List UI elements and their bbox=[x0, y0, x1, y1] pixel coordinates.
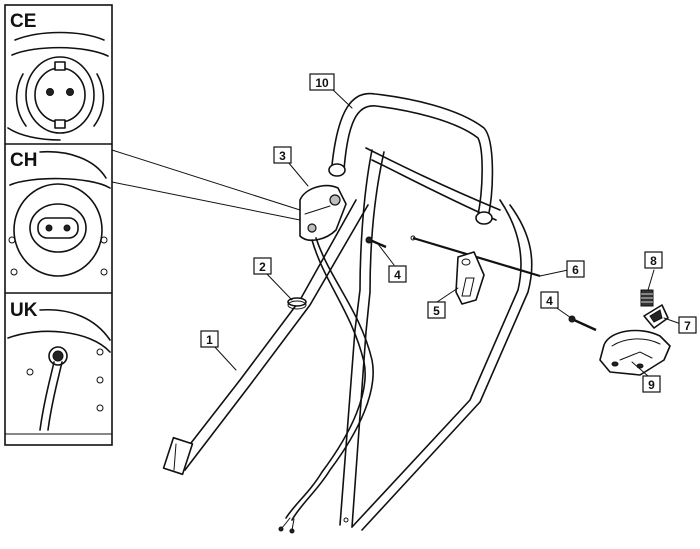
inset-panels: CE CH bbox=[4, 4, 113, 446]
svg-text:4: 4 bbox=[546, 294, 553, 308]
zoom-lines bbox=[111, 149, 301, 221]
svg-text:6: 6 bbox=[572, 263, 579, 277]
lower-tube-right bbox=[339, 149, 533, 531]
lower-tube-left bbox=[162, 199, 369, 476]
leader-lines bbox=[212, 87, 682, 377]
svg-text:4: 4 bbox=[394, 268, 401, 282]
screw-upper bbox=[365, 236, 387, 249]
svg-text:5: 5 bbox=[433, 304, 440, 318]
ce-plug-view: CE bbox=[7, 11, 109, 141]
svg-text:3: 3 bbox=[279, 149, 286, 163]
callout-4-lower: 4 bbox=[540, 291, 559, 309]
inset-label-ce: CE bbox=[10, 11, 36, 32]
svg-text:9: 9 bbox=[648, 378, 655, 392]
callout-8: 8 bbox=[644, 251, 663, 269]
upper-handle bbox=[328, 92, 501, 225]
switch-box bbox=[299, 184, 347, 242]
screw-lower bbox=[568, 315, 597, 332]
svg-text:7: 7 bbox=[684, 319, 691, 333]
cable-clip bbox=[287, 297, 307, 310]
power-cable bbox=[278, 237, 374, 534]
rear-flap-mount bbox=[599, 329, 671, 376]
callout-10: 10 bbox=[309, 73, 335, 91]
ch-plug-view: CH bbox=[8, 150, 111, 277]
callout-5: 5 bbox=[427, 301, 446, 319]
bracket bbox=[455, 251, 485, 305]
latch bbox=[643, 304, 669, 329]
callout-2: 2 bbox=[253, 257, 272, 275]
svg-text:1: 1 bbox=[206, 333, 213, 347]
spring bbox=[640, 289, 654, 307]
callouts: 1 2 3 4 4 5 6 7 bbox=[200, 73, 697, 393]
callout-4-upper: 4 bbox=[388, 265, 407, 283]
inset-label-ch: CH bbox=[10, 150, 37, 171]
callout-1: 1 bbox=[200, 330, 219, 348]
svg-text:8: 8 bbox=[650, 254, 657, 268]
callout-6: 6 bbox=[566, 260, 585, 278]
svg-text:2: 2 bbox=[259, 260, 266, 274]
uk-plug-view: UK bbox=[4, 300, 113, 435]
inset-label-uk: UK bbox=[10, 300, 38, 321]
svg-text:10: 10 bbox=[315, 76, 329, 90]
callout-3: 3 bbox=[273, 146, 292, 164]
callout-7: 7 bbox=[678, 316, 697, 334]
callout-9: 9 bbox=[642, 375, 661, 393]
